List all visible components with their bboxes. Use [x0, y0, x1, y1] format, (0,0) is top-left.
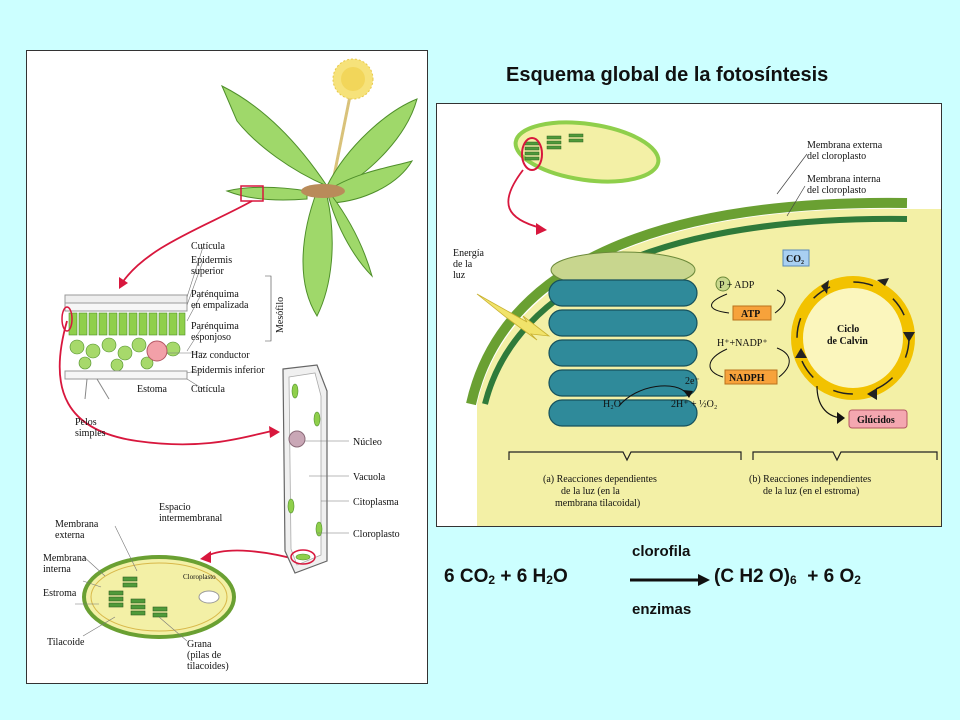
label-cuticula-top: Cutícula [191, 241, 225, 252]
zoom-arrow-leaf [121, 200, 253, 284]
label-membrana-externa-cloro-1: Membrana externa [807, 140, 883, 151]
catalyst-clorofila: clorofila [632, 543, 691, 560]
label-haz-conductor: Haz conductor [191, 350, 250, 361]
label-pelos-1: Pelos [75, 417, 97, 428]
plant-cell [282, 364, 328, 574]
glucidos-box [848, 409, 908, 429]
label-estroma: Estroma [43, 588, 77, 599]
label-cuticula-bottom: Cutícula [191, 384, 225, 395]
label-membrana-interna-cloro-2: del cloroplasto [807, 185, 866, 196]
label-nadph: NADPH [729, 373, 765, 384]
label-grana-1: Grana [187, 639, 212, 650]
label-mesofilo: Mesófilo [275, 297, 286, 333]
label-empalizada-2: en empalizada [191, 300, 249, 311]
label-grana-2: (pilas de [187, 650, 222, 661]
brace-a [508, 451, 742, 462]
label-nucleo: Núcleo [353, 437, 382, 448]
label-membrana-externa-2: externa [55, 530, 85, 541]
photosynthesis-diagram: Membrana externa del cloroplasto Membran… [453, 120, 941, 526]
label-electrons: 2e⁻ [685, 376, 700, 387]
eq-h2o-sub: 2 [546, 573, 553, 587]
calvin-cycle [791, 276, 915, 400]
label-p-adp: P + ADP [719, 280, 755, 291]
dandelion-flower [331, 58, 374, 182]
leaf-anatomy-panel: Cutícula Epidermis superior Parénquima e… [26, 50, 428, 684]
dandelion-plant [221, 84, 418, 318]
label-h2o: H₂O [603, 399, 621, 410]
eq-h2o: + 6 H [495, 566, 547, 587]
caption-b-2: de la luz (en el estroma) [763, 486, 859, 497]
label-pelos-2: simples [75, 428, 106, 439]
label-ciclo-2: de Calvin [827, 336, 868, 347]
label-h-nadp: H⁺+NADP⁺ [717, 338, 768, 349]
label-espacio-1: Espacio [159, 502, 191, 513]
chloroplast-3d [82, 555, 236, 639]
label-epidermis-superior-2: superior [191, 266, 224, 277]
label-membrana-externa-1: Membrana [55, 519, 99, 530]
leaf-anatomy-diagram: Cutícula Epidermis superior Parénquima e… [43, 58, 418, 672]
eq-oxygen-sub: 2 [854, 573, 861, 587]
co2-box [782, 249, 810, 267]
eq-glucose-sub: 6 [790, 573, 797, 587]
chloroplast-small [513, 120, 661, 184]
eq-co2-sub: 2 [488, 573, 496, 587]
page-title: Esquema global de la fotosíntesis [506, 64, 829, 86]
eq-o: O [552, 566, 568, 587]
atp-box [732, 305, 772, 321]
zoom-arrow-cell [58, 320, 273, 446]
caption-a-3: membrana tilacoidal) [555, 498, 640, 509]
equation-products: (C H2 O)6 + 6 O2 [714, 566, 861, 588]
catalyst-enzimas: enzimas [632, 601, 692, 618]
label-epidermis-inferior: Epidermis inferior [191, 365, 265, 376]
label-membrana-interna-2: interna [43, 564, 71, 575]
label-epidermis-superior-1: Epidermis [191, 255, 232, 266]
label-membrana-interna-1: Membrana [43, 553, 87, 564]
nadph-box [724, 369, 778, 385]
eq-glucose: (C H2 O) [714, 566, 790, 587]
label-energia-3: luz [453, 270, 466, 281]
label-esponjoso-2: esponjoso [191, 332, 231, 343]
light-arrow [476, 293, 551, 341]
label-glucidos: Glúcidos [857, 415, 895, 426]
label-tilacoide: Tilacoide [47, 637, 85, 648]
equation-reactants: 6 CO2 + 6 H2O [444, 566, 568, 588]
label-espacio-2: intermembranal [159, 513, 223, 524]
label-co2: CO₂ [786, 254, 804, 265]
label-grana-3: tilacoides) [187, 661, 229, 672]
label-vacuola: Vacuola [353, 472, 386, 483]
label-empalizada-1: Parénquima [191, 289, 239, 300]
soil [301, 184, 345, 198]
label-membrana-externa-cloro-2: del cloroplasto [807, 151, 866, 162]
brace-b [752, 451, 938, 462]
label-energia-2: de la [453, 259, 473, 270]
granum [548, 251, 698, 427]
eq-oxygen: + 6 O [796, 566, 855, 587]
photosynthesis-panel: Membrana externa del cloroplasto Membran… [436, 103, 942, 527]
outer-membrane [466, 197, 908, 406]
caption-a-2: de la luz (en la [561, 486, 620, 497]
caption-a-1: (a) Reacciones dependientes [543, 474, 657, 485]
eq-co2: 6 CO [444, 566, 489, 587]
label-citoplasma: Citoplasma [353, 497, 399, 508]
label-ciclo-1: Ciclo [837, 324, 859, 335]
phosphate-circle [715, 276, 731, 292]
leaf-cross-section [61, 294, 188, 400]
caption-b-1: (b) Reacciones independientes [749, 474, 871, 485]
label-cloroplasto-inner: Cloroplasto [183, 573, 216, 581]
label-cloroplasto: Cloroplasto [353, 529, 400, 540]
reaction-arrow [630, 574, 710, 586]
label-h-o2: 2H⁺ + ½O₂ [671, 399, 717, 410]
label-estoma: Estoma [137, 384, 168, 395]
label-esponjoso-1: Parénquima [191, 321, 239, 332]
label-energia-1: Energía [453, 248, 484, 259]
leaf-layer-labels [167, 246, 272, 390]
label-membrana-interna-cloro-1: Membrana interna [807, 174, 881, 185]
label-atp: ATP [741, 309, 760, 320]
